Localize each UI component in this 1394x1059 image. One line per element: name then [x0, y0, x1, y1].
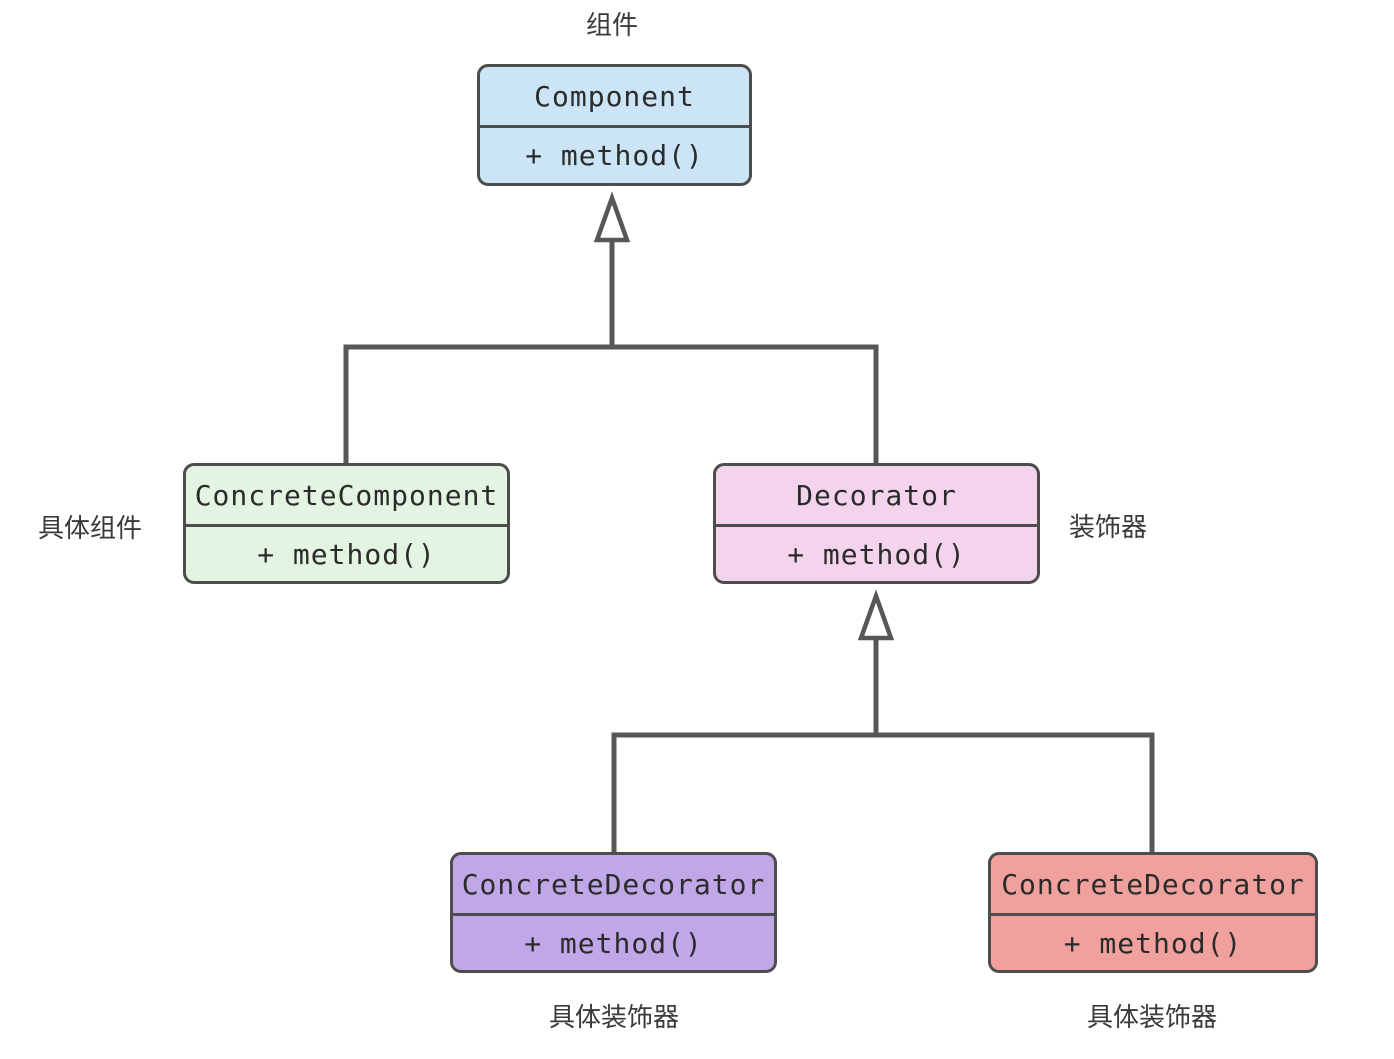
class-title: ConcreteComponent: [186, 466, 507, 527]
class-box-concrete-decorator-left: ConcreteDecorator + method(): [450, 852, 777, 973]
connector-children-to-component: [343, 238, 879, 463]
class-box-decorator: Decorator + method(): [713, 463, 1040, 584]
class-title: ConcreteDecorator: [991, 855, 1315, 916]
annotation-component: 组件: [585, 10, 638, 40]
connector-children-to-decorator: [611, 636, 1155, 852]
inheritance-arrow-to-component-icon: [593, 191, 631, 243]
class-method: + method(): [1063, 926, 1243, 960]
class-method: + method(): [524, 926, 703, 960]
class-box-component: Component + method(): [477, 64, 752, 186]
annotation-concrete-component: 具体组件: [37, 513, 142, 543]
class-title: Component: [480, 67, 749, 128]
inheritance-arrow-to-decorator-icon: [857, 589, 895, 641]
class-box-concrete-decorator-right: ConcreteDecorator + method(): [988, 852, 1318, 973]
annotation-concrete-decorator-right: 具体装饰器: [1086, 1002, 1217, 1032]
class-method: + method(): [257, 537, 436, 571]
class-method: + method(): [787, 537, 966, 571]
annotation-decorator: 装饰器: [1068, 512, 1147, 542]
annotation-concrete-decorator-left: 具体装饰器: [548, 1002, 679, 1032]
class-title: Decorator: [716, 466, 1037, 527]
class-title: ConcreteDecorator: [453, 855, 774, 916]
class-box-concrete-component: ConcreteComponent + method(): [183, 463, 510, 584]
class-method: + method(): [525, 139, 704, 172]
